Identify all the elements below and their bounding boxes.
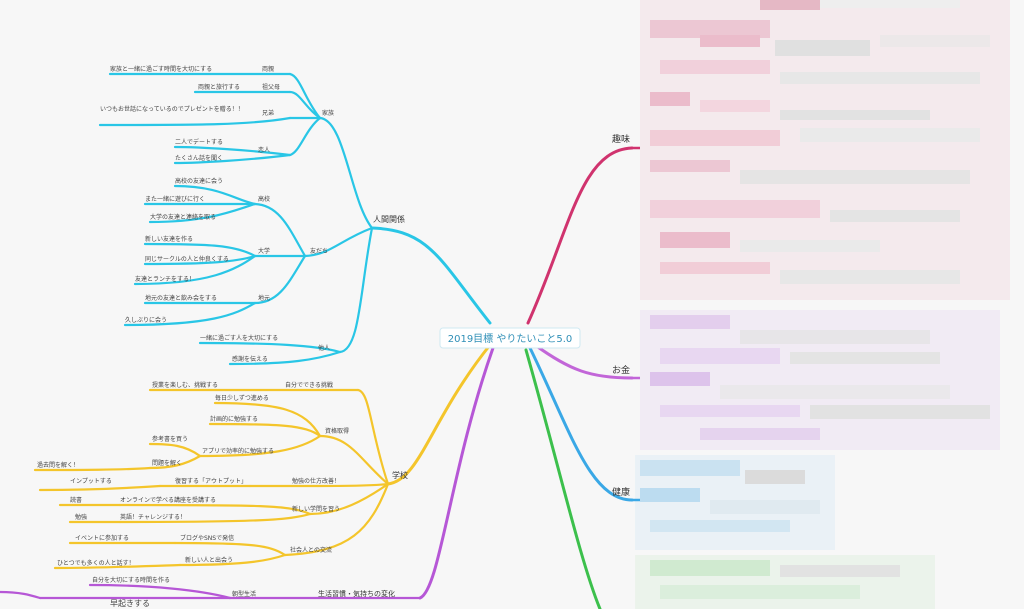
leaf-h1[interactable]: 家族と一緒に過ごす時間を大切にする [110, 65, 212, 73]
leaf-s13[interactable]: 読書 [70, 496, 82, 504]
branch-label-school[interactable]: 学校 [392, 470, 408, 480]
health-blurred-subtree [635, 455, 835, 550]
green-blurred-subtree [635, 555, 935, 609]
leaf-l3[interactable]: 早起きする [110, 599, 150, 608]
leaf-h11[interactable]: 友達とランチをする！ [135, 275, 195, 283]
leaf-h10[interactable]: 同じサークルの人と仲良くする [145, 255, 229, 263]
leaf-s7[interactable]: 過去問を解く！ [37, 461, 79, 469]
leaf-s3[interactable]: 毎日少しずつ進める [215, 394, 269, 402]
pixelated-right-region [635, 0, 1010, 609]
branch-line-health [528, 346, 634, 502]
leaf-l1[interactable]: 朝型生活 [232, 590, 256, 598]
node-lover[interactable]: 恋人 [258, 146, 270, 154]
leaf-h5[interactable]: たくさん話を聞く [175, 154, 223, 162]
node-fri2[interactable]: 大学 [258, 247, 270, 255]
money-blurred-subtree [640, 310, 1000, 450]
leaf-s1[interactable]: 授業を楽しむ、挑戦する [152, 381, 218, 389]
life-labels: 生活習慣・気持ちの変化 朝型生活 自分を大切にする時間を作る 早起きする [92, 576, 395, 608]
main-branches [370, 146, 634, 609]
school-subtree [33, 388, 390, 570]
leaf-h4[interactable]: 二人でデートする [175, 138, 223, 146]
leaf-h3[interactable]: いつもお世話になっているのでプレゼントを贈る！！ [100, 105, 244, 113]
life-subtree [0, 583, 422, 600]
branch-line-school [386, 343, 492, 486]
leaf-s10[interactable]: インプットする [70, 478, 112, 485]
branch-line-green [524, 348, 602, 609]
leaf-s4[interactable]: アプリで効率的に勉強する [202, 447, 274, 455]
human-labels: 人間関係 家族 両親 祖父母 兄弟 恋人 家族と一緒に過ごす時間を大切にする 両… [100, 65, 405, 363]
node-s5[interactable]: 社会人との交流 [290, 546, 332, 554]
branch-line-human [370, 226, 492, 325]
branch-label-life[interactable]: 生活習慣・気持ちの変化 [318, 589, 395, 598]
leaf-h9[interactable]: 新しい友達を作る [145, 235, 193, 243]
node-others[interactable]: 他人 [318, 344, 330, 352]
branch-label-money[interactable]: お金 [612, 364, 630, 376]
node-s3[interactable]: 勉強の仕方改善！ [292, 477, 340, 485]
branch-line-life [418, 346, 495, 600]
leaf-h15[interactable]: 一緒に過ごす人を大切にする [200, 334, 278, 342]
leaf-s17[interactable]: 新しい人と出会う [185, 556, 233, 564]
leaf-s6[interactable]: 問題を解く [152, 459, 182, 467]
leaf-s12[interactable]: 英語！チャレンジする！ [120, 513, 186, 521]
node-s2[interactable]: 資格取得 [325, 427, 349, 435]
leaf-h13[interactable]: 久しぶりに会う [125, 316, 167, 324]
leaf-h12[interactable]: 地元の友達と飲み会をする [145, 294, 217, 302]
node-fam3[interactable]: 兄弟 [262, 109, 274, 117]
node-family[interactable]: 家族 [322, 109, 334, 117]
node-fri1[interactable]: 高校 [258, 195, 270, 203]
node-s1[interactable]: 自分でできる挑戦 [285, 381, 333, 389]
leaf-h6[interactable]: 高校の友達に会う [175, 177, 223, 185]
branch-line-money [533, 343, 634, 380]
branch-label-hobby[interactable]: 趣味 [612, 133, 630, 145]
center-title: 2019目標 やりたいこと5.0 [448, 332, 573, 345]
node-s4[interactable]: 新しい学問を習う [292, 505, 340, 513]
leaf-s16[interactable]: イベントに参加する [75, 534, 129, 542]
leaf-h7[interactable]: また一緒に遊びに行く [145, 195, 205, 203]
human-subtree [98, 72, 374, 366]
leaf-s5[interactable]: 参考書を買う [152, 435, 188, 443]
leaf-s15[interactable]: ブログやSNSで発信 [180, 534, 234, 542]
node-fam2[interactable]: 祖父母 [262, 83, 280, 91]
leaf-s14[interactable]: 勉強 [75, 513, 87, 521]
branch-line-hobby [526, 146, 634, 325]
right-stubs [632, 146, 640, 502]
leaf-l2[interactable]: 自分を大切にする時間を作る [92, 576, 170, 584]
leaf-s9[interactable]: 復習する「アウトプット」 [175, 477, 247, 485]
center-node[interactable]: 2019目標 やりたいこと5.0 [439, 327, 581, 349]
leaf-h8[interactable]: 大学の友達と連絡を取る [150, 213, 216, 221]
school-labels: 学校 自分でできる挑戦 授業を楽しむ、挑戦する 資格取得 毎日少しずつ進める 計… [37, 381, 408, 567]
node-fam1[interactable]: 両親 [262, 65, 274, 73]
leaf-h2[interactable]: 両親と旅行する [198, 83, 240, 91]
leaf-h16[interactable]: 感謝を伝える [232, 355, 268, 363]
branch-label-health[interactable]: 健康 [612, 486, 630, 498]
leaf-s18[interactable]: ひとつでも多くの人と話す！ [57, 559, 135, 567]
node-friends[interactable]: 友だち [310, 247, 328, 255]
branch-label-human[interactable]: 人間関係 [373, 215, 405, 224]
node-fri3[interactable]: 地元 [258, 294, 270, 302]
leaf-s11[interactable]: オンラインで学べる講座を受講する [120, 496, 216, 504]
leaf-s2[interactable]: 計画的に勉強する [210, 415, 258, 423]
hobby-blurred-subtree [640, 0, 1010, 300]
